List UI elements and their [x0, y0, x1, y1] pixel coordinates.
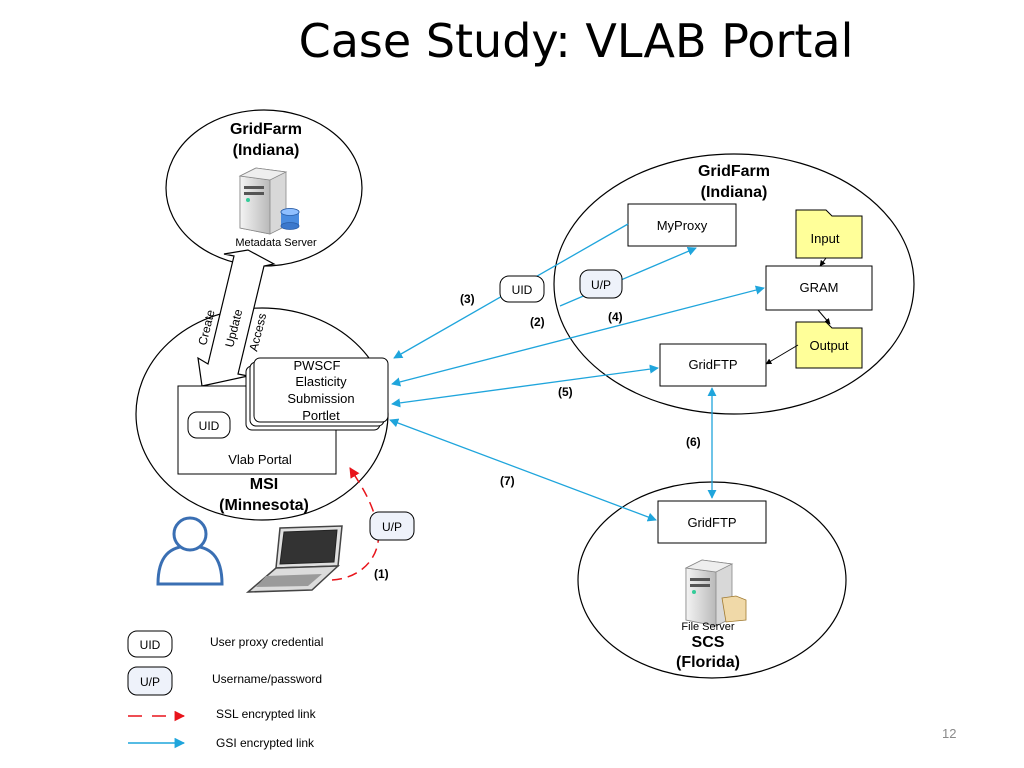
file-server-label: File Server — [681, 621, 735, 633]
input-label: Input — [811, 231, 840, 246]
input-to-gram-arrow — [819, 257, 827, 267]
legend-up-badge — [127, 666, 173, 696]
legend-uid-badge-label: UID — [140, 638, 161, 652]
uid-badge-portal — [187, 411, 231, 439]
gram-label: GRAM — [800, 280, 839, 295]
legend-ssl-text: SSL encrypted link — [216, 707, 317, 721]
file-server-icon — [684, 559, 747, 627]
legend-up-text: Username/password — [212, 672, 322, 686]
step-3-label: (3) — [460, 292, 475, 306]
gram-to-output-arrow — [817, 309, 831, 325]
legend-uid-badge — [127, 630, 173, 658]
portlet-label-3: Submission — [287, 391, 354, 406]
page-number: 12 — [942, 726, 957, 741]
gridfarm-top-subtitle: (Indiana) — [233, 142, 300, 159]
output-label: Output — [809, 338, 848, 353]
step-4-label: (4) — [608, 310, 623, 324]
vlab-portal-label: Vlab Portal — [228, 452, 292, 467]
uid-badge-link-label: UID — [512, 283, 533, 297]
uid-badge-link — [499, 275, 545, 303]
gridfarm-right-title: GridFarm — [698, 163, 770, 180]
gridftp-florida-label: GridFTP — [687, 515, 736, 530]
up-badge-ssl-label: U/P — [382, 520, 402, 534]
input-folder-icon — [795, 209, 863, 259]
user-icon — [156, 516, 224, 586]
myproxy-label: MyProxy — [657, 218, 708, 233]
legend: UID User proxy credential U/P Username/p… — [127, 630, 323, 750]
portlet-label-2: Elasticity — [295, 374, 347, 389]
slide-title: Case Study: VLAB Portal — [298, 14, 854, 68]
up-badge-ssl — [369, 511, 415, 541]
gridftp-florida-box — [657, 500, 767, 544]
step-5-label: (5) — [558, 385, 573, 399]
portlet-stack — [245, 357, 389, 431]
legend-gsi-text: GSI encrypted link — [216, 736, 315, 750]
gram-box — [765, 265, 873, 311]
up-badge-link — [579, 269, 623, 299]
step-6-label: (6) — [686, 435, 701, 449]
legend-uid-text: User proxy credential — [210, 635, 323, 649]
step-2-label: (2) — [530, 315, 545, 329]
gridfarm-top-title: GridFarm — [230, 121, 302, 138]
myproxy-box — [627, 203, 737, 247]
gridfarm-right-subtitle: (Indiana) — [701, 184, 768, 201]
step-7-label: (7) — [500, 474, 515, 488]
up-badge-link-label: U/P — [591, 278, 611, 292]
portlet-label-1: PWSCF — [294, 358, 341, 373]
link-5-gridftp — [391, 364, 659, 408]
step-1-label: (1) — [374, 567, 389, 581]
scs-subtitle: (Florida) — [676, 654, 740, 671]
uid-badge-portal-label: UID — [199, 419, 220, 433]
gridftp-indiana-label: GridFTP — [688, 357, 737, 372]
output-to-gridftp-arrow — [765, 344, 799, 365]
portlet-label-4: Portlet — [302, 408, 340, 423]
msi-title: MSI — [250, 476, 278, 493]
metadata-server-icon — [238, 167, 300, 235]
scs-title: SCS — [692, 634, 725, 651]
legend-up-badge-label: U/P — [140, 675, 160, 689]
laptop-icon — [245, 525, 343, 593]
msi-subtitle: (Minnesota) — [219, 497, 309, 514]
metadata-server-label: Metadata Server — [235, 237, 317, 249]
link-7-gridftp-florida — [389, 418, 657, 522]
